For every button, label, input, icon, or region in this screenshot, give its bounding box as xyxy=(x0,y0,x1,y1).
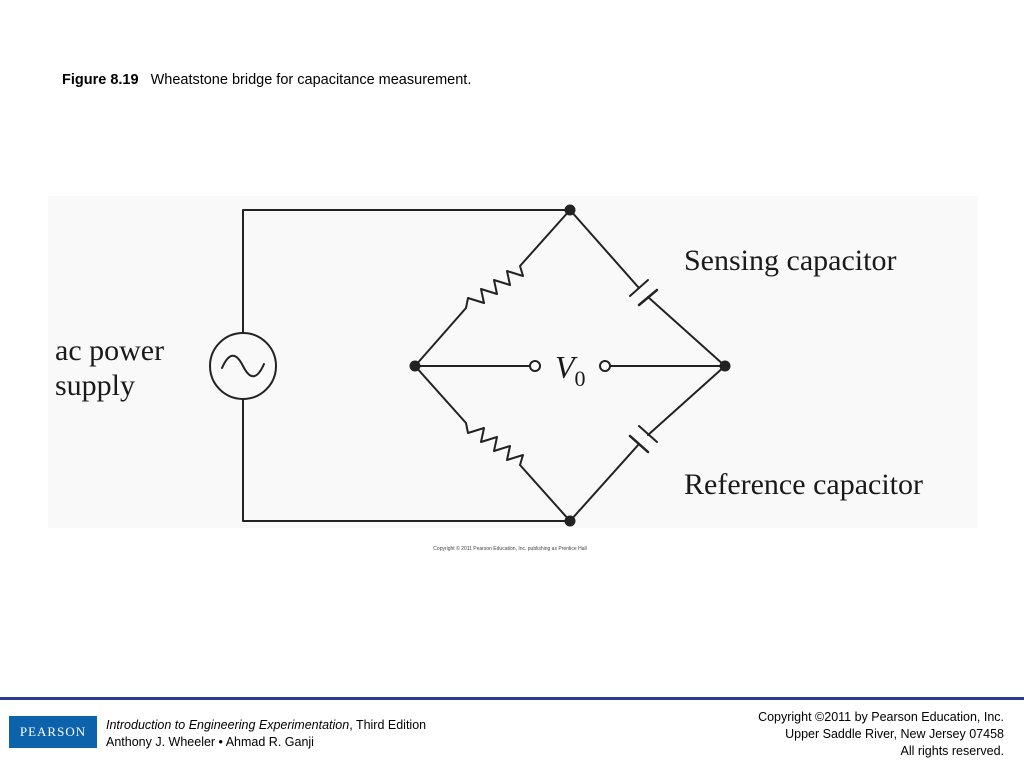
ac-power-label-line2: supply xyxy=(55,369,135,402)
reference-capacitor-plate-a xyxy=(638,425,658,443)
ac-power-label-line1: ac power xyxy=(55,334,164,367)
book-info: Introduction to Engineering Experimentat… xyxy=(106,717,426,751)
node-right xyxy=(719,360,731,372)
copyright-line-2: Upper Saddle River, New Jersey 07458 xyxy=(785,727,1004,741)
footer-rule xyxy=(0,697,1024,700)
sensing-capacitor-label: Sensing capacitor xyxy=(684,244,896,277)
reference-capacitor-wire-a xyxy=(647,365,726,436)
reference-capacitor-wire-b xyxy=(569,443,640,522)
output-voltage-subscript: 0 xyxy=(575,366,586,391)
figure-copyright: Copyright © 2011 Pearson Education, Inc.… xyxy=(433,546,587,552)
sensing-capacitor-wire-a xyxy=(569,209,640,289)
sensing-capacitor-wire-b xyxy=(647,296,726,367)
book-title-line: Introduction to Engineering Experimentat… xyxy=(106,717,426,734)
copyright-line-3: All rights reserved. xyxy=(900,744,1004,758)
resistor-upper xyxy=(414,209,571,367)
figure-caption: Figure 8.19 Wheatstone bridge for capacit… xyxy=(62,72,471,88)
ac-source-circle xyxy=(209,332,277,400)
node-top xyxy=(564,204,576,216)
node-left xyxy=(409,360,421,372)
sensing-capacitor-plate-a xyxy=(629,279,649,297)
ac-source-wave-icon xyxy=(221,354,265,378)
output-voltage-label: V0 xyxy=(555,349,586,391)
top-wire xyxy=(242,209,571,334)
copyright-line-1: Copyright ©2011 by Pearson Education, In… xyxy=(758,710,1004,724)
pearson-logo: PEARSON xyxy=(9,716,97,748)
diagram-panel xyxy=(48,196,978,528)
output-terminal-left xyxy=(529,360,541,372)
book-edition: , Third Edition xyxy=(349,718,427,732)
bottom-wire xyxy=(242,398,571,522)
publisher-copyright: Copyright ©2011 by Pearson Education, In… xyxy=(758,709,1004,760)
figure-caption-text: Wheatstone bridge for capacitance measur… xyxy=(150,72,472,88)
figure-number: Figure 8.19 xyxy=(62,72,139,88)
pearson-logo-text: PEARSON xyxy=(19,724,87,739)
reference-capacitor-label: Reference capacitor xyxy=(684,468,923,501)
output-terminal-right xyxy=(599,360,611,372)
resistor-lower xyxy=(414,365,571,522)
node-bottom xyxy=(564,515,576,527)
book-authors: Anthony J. Wheeler • Ahmad R. Ganji xyxy=(106,735,314,749)
book-title: Introduction to Engineering Experimentat… xyxy=(106,718,350,732)
output-voltage-symbol: V xyxy=(555,349,578,385)
wheatstone-bridge-diagram: ac power supply Sensing capacitor Refere… xyxy=(55,204,923,527)
